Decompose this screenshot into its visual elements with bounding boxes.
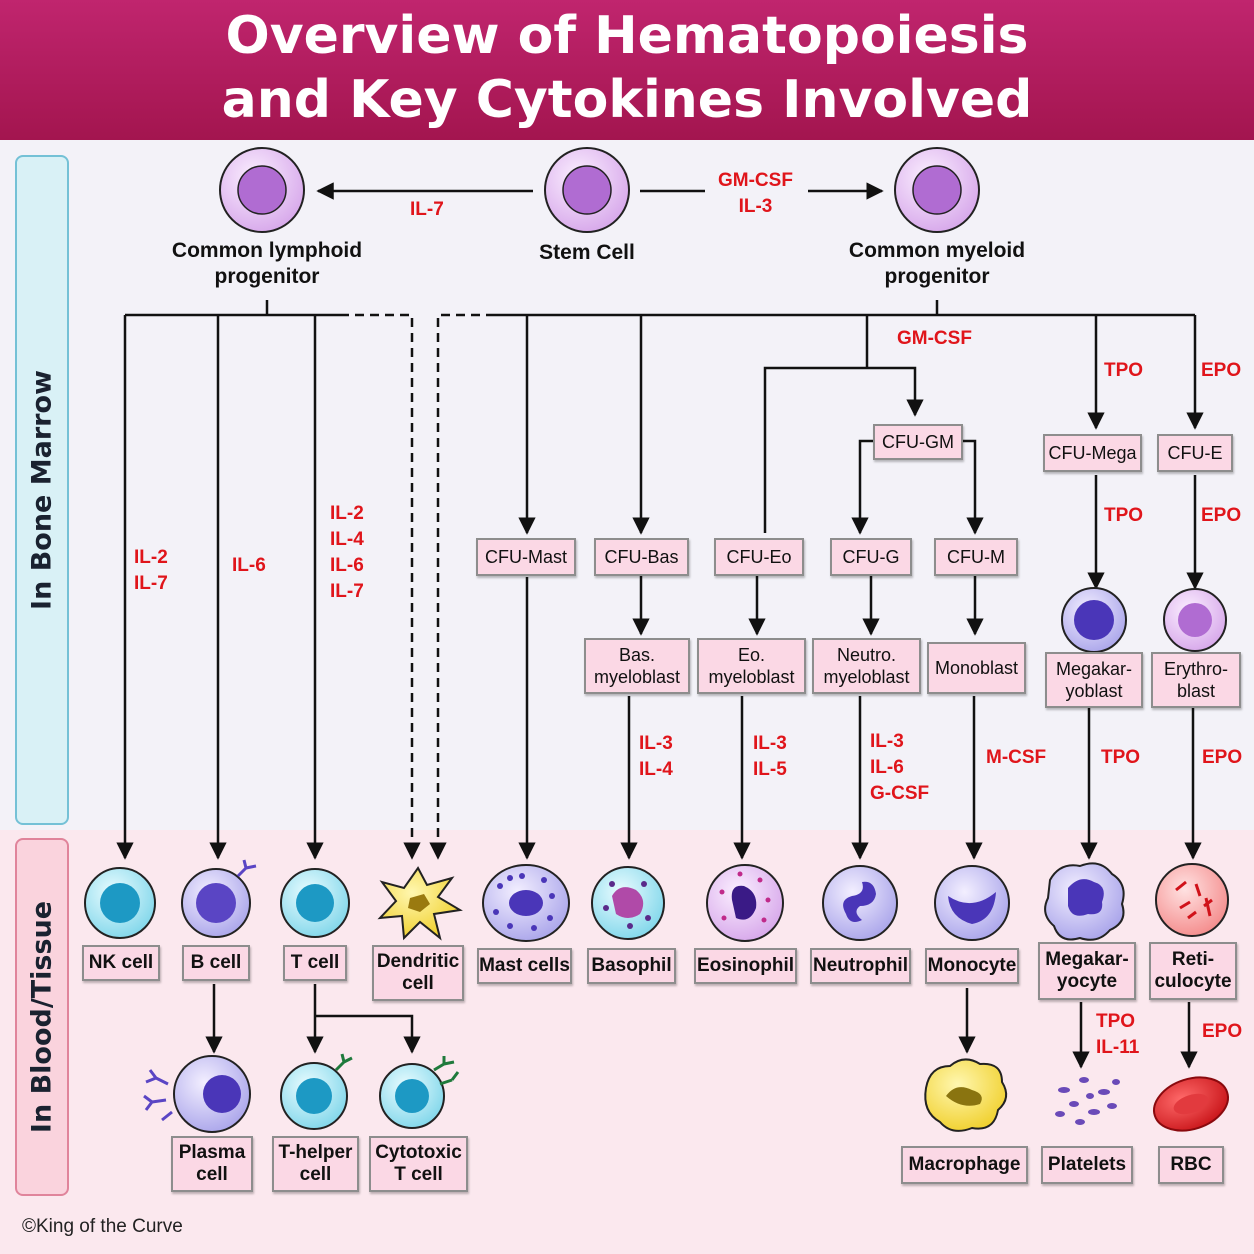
- cfu-mast-box: CFU-Mast: [476, 538, 576, 576]
- cfu-eo-box: CFU-Eo: [714, 538, 804, 576]
- cytokine-basophil: IL-3 IL-4: [639, 733, 673, 780]
- cytokine-epo-2: EPO: [1201, 505, 1242, 526]
- eosinophil-icon: [706, 864, 784, 942]
- cytokine-gmcsf-il3: GM-CSF IL-3: [718, 170, 793, 217]
- copyright-notice: ©King of the Curve: [22, 1216, 183, 1237]
- macrophage-icon: [924, 1058, 1008, 1132]
- basophil-box: Basophil: [587, 948, 676, 984]
- title-line-2: and Key Cytokines Involved: [221, 70, 1033, 130]
- header-banner: Overview of Hematopoiesis and Key Cytoki…: [0, 0, 1254, 140]
- cytokine-neutrophil: IL-3 IL-6 G-CSF: [870, 731, 930, 804]
- erythroblast-box: Erythro- blast: [1151, 652, 1241, 708]
- monoblast-box: Monoblast: [927, 642, 1026, 694]
- cytotoxic-t-box: Cytotoxic T cell: [369, 1136, 468, 1192]
- bone-marrow-region: [0, 140, 1254, 830]
- mast-cell-icon: [482, 864, 570, 942]
- eosinophil-box: Eosinophil: [694, 948, 797, 984]
- erythroblast-icon: [1163, 588, 1227, 652]
- dendritic-cell-icon: [377, 866, 463, 941]
- platelets-icon: [1055, 1077, 1120, 1125]
- b-cell-icon: [181, 859, 257, 938]
- cytokine-tpo-2: TPO: [1104, 505, 1144, 526]
- mast-cells-box: Mast cells: [477, 948, 572, 984]
- reticulocyte-icon: [1155, 863, 1229, 937]
- platelets-box: Platelets: [1041, 1146, 1133, 1184]
- cfu-m-box: CFU-M: [934, 538, 1018, 576]
- t-cell-icon: [280, 868, 350, 938]
- megakaryoblast-box: Megakar- yoblast: [1045, 652, 1143, 708]
- stem-cell-label: Stem Cell: [539, 241, 635, 264]
- megakaryocyte-box: Megakar- yocyte: [1038, 942, 1136, 1000]
- cfu-bas-box: CFU-Bas: [594, 538, 689, 576]
- plasma-cell-box: Plasma cell: [171, 1136, 253, 1192]
- eo-myeloblast-box: Eo. myeloblast: [697, 638, 806, 694]
- cytokine-platelets: TPO IL-11: [1096, 1011, 1140, 1058]
- cfu-e-box: CFU-E: [1157, 434, 1233, 472]
- blood-tissue-band: In Blood/Tissue: [15, 838, 69, 1196]
- cytotoxic-t-icon: [379, 1056, 460, 1129]
- lymphoid-progenitor-icon: [219, 147, 305, 233]
- myeloid-progenitor-icon: [894, 147, 980, 233]
- cytokine-il7-lymphoid: IL-7: [410, 199, 444, 220]
- cytokine-eosinophil: IL-3 IL-5: [753, 733, 787, 780]
- monocyte-box: Monocyte: [925, 948, 1019, 984]
- t-helper-box: T-helper cell: [272, 1136, 359, 1192]
- nk-cell-box: NK cell: [82, 945, 160, 981]
- cytokine-epo-3: EPO: [1202, 747, 1243, 768]
- b-cell-box: B cell: [182, 945, 250, 981]
- basophil-icon: [591, 866, 665, 940]
- rbc-icon: [1153, 1076, 1229, 1132]
- connector-lines: [116, 182, 1204, 1069]
- bone-marrow-band: In Bone Marrow: [15, 155, 69, 825]
- cytokine-b: IL-6: [232, 555, 266, 576]
- cytokine-tpo-1: TPO: [1104, 360, 1144, 381]
- nk-cell-icon: [84, 867, 156, 939]
- myeloid-progenitor-label: Common myeloid progenitor: [848, 239, 1026, 288]
- neutrophil-icon: [822, 865, 898, 941]
- cytokine-rbc: EPO: [1202, 1021, 1243, 1042]
- bas-myeloblast-box: Bas. myeloblast: [584, 638, 690, 694]
- cfu-g-box: CFU-G: [830, 538, 912, 576]
- neutro-myeloblast-box: Neutro. myeloblast: [812, 638, 921, 694]
- cfu-mega-box: CFU-Mega: [1043, 434, 1142, 472]
- cytokine-gmcsf: GM-CSF: [897, 328, 972, 349]
- page-title: Overview of Hematopoiesis and Key Cytoki…: [0, 4, 1254, 132]
- megakaryoblast-icon: [1061, 587, 1127, 653]
- cell-icons: [84, 147, 1229, 1133]
- neutrophil-box: Neutrophil: [810, 948, 911, 984]
- t-cell-box: T cell: [283, 945, 347, 981]
- cfu-gm-box: CFU-GM: [873, 424, 963, 460]
- cytokine-epo-1: EPO: [1201, 360, 1242, 381]
- megakaryocyte-icon: [1044, 862, 1125, 941]
- t-helper-icon: [280, 1053, 353, 1130]
- monocyte-icon: [934, 865, 1010, 941]
- dendritic-cell-box: Dendritic cell: [372, 945, 464, 1001]
- cytokine-tpo-3: TPO: [1101, 747, 1141, 768]
- reticulocyte-box: Reti- culocyte: [1149, 942, 1237, 1000]
- macrophage-box: Macrophage: [901, 1146, 1028, 1184]
- cytokine-monocyte: M-CSF: [986, 747, 1047, 768]
- cytokine-nk: IL-2 IL-7: [134, 547, 168, 594]
- title-line-1: Overview of Hematopoiesis: [225, 6, 1029, 66]
- cytokine-t: IL-2 IL-4 IL-6 IL-7: [330, 503, 364, 602]
- stem-cell-icon: [544, 147, 630, 233]
- plasma-cell-icon: [143, 1055, 251, 1133]
- lymphoid-progenitor-label: Common lymphoid progenitor: [171, 239, 363, 288]
- rbc-box: RBC: [1158, 1146, 1224, 1184]
